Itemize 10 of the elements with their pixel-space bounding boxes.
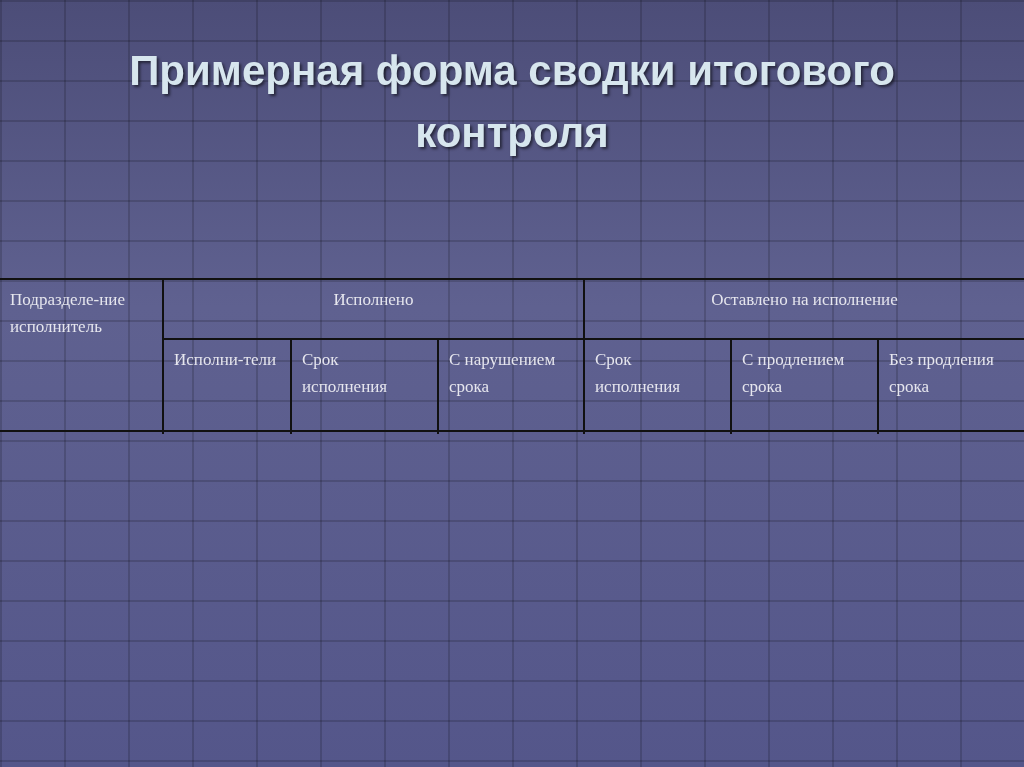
slide-title: Примерная форма сводки итогового контроля bbox=[128, 46, 896, 158]
table-cell: Срок исполнения bbox=[585, 340, 732, 434]
table-cell: Оставлено на исполнение bbox=[585, 280, 1024, 340]
table-cell-text: Без продления срока bbox=[888, 349, 995, 398]
table-cell: С продлением срока bbox=[732, 340, 879, 434]
table-cell: Подразделе-ние исполнитель bbox=[0, 280, 164, 434]
table-cell: Исполнено bbox=[164, 280, 585, 340]
table-cell: Исполни-тели bbox=[164, 340, 292, 434]
table-cell: С нарушением срока bbox=[439, 340, 585, 434]
table-cell: Срок исполнения bbox=[292, 340, 439, 434]
